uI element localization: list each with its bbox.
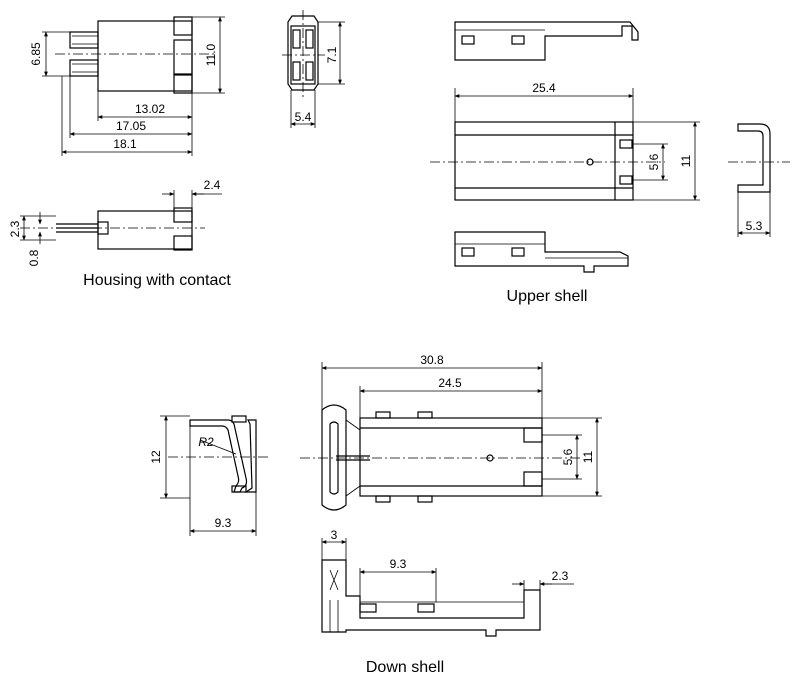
dim-6-85: 6.85	[29, 42, 43, 66]
dim-30-8: 30.8	[420, 353, 444, 367]
caption-down: Down shell	[366, 659, 444, 676]
dim-9-3-side: 9.3	[215, 516, 232, 530]
dim-11-0: 11.0	[204, 43, 218, 66]
dim-5-3: 5.3	[746, 219, 763, 233]
dim-25-4: 25.4	[532, 81, 556, 95]
dim-2-3-down: 2.3	[552, 569, 569, 583]
dim-0-8: 0.8	[27, 249, 41, 266]
down-shell-side-view: 3 9.3 2.3	[321, 528, 574, 637]
dim-5-4: 5.4	[295, 110, 312, 124]
caption-housing: Housing with contact	[83, 272, 231, 289]
dim-5-6-down: 5.6	[561, 448, 575, 465]
dim-2-4: 2.4	[204, 178, 221, 192]
upper-shell-end-view: 5.3	[728, 123, 790, 237]
dim-5-6-upper: 5.6	[647, 153, 661, 170]
housing-side-view: 2.4 2.3 0.8	[8, 178, 222, 266]
down-shell-end-view: R2 12 9.3	[149, 415, 270, 536]
upper-shell-top-view	[454, 21, 639, 61]
dim-24-5: 24.5	[438, 376, 462, 390]
dim-r2: R2	[198, 435, 214, 449]
dim-11-down: 11	[581, 450, 595, 463]
dim-17-05: 17.05	[116, 119, 146, 133]
dim-9-3-top: 9.3	[390, 557, 407, 571]
housing-end-view: 7.1 5.4	[282, 10, 345, 128]
dim-18-1: 18.1	[113, 137, 137, 151]
dim-12: 12	[149, 450, 163, 464]
dim-11-upper: 11	[679, 154, 693, 167]
down-shell-main-view: 30.8 24.5 5.6 11	[300, 353, 602, 511]
dim-3: 3	[331, 528, 338, 542]
housing-front-view: 6.85 11.0 13.02 17.05 18.1	[29, 16, 225, 156]
caption-upper: Upper shell	[507, 288, 588, 305]
dim-13-02: 13.02	[135, 102, 165, 116]
upper-shell-bottom-view	[454, 231, 629, 273]
dim-7-1: 7.1	[325, 46, 339, 63]
upper-shell-main-view: 25.4 5.6 11	[430, 81, 700, 201]
dim-2-3: 2.3	[8, 220, 22, 237]
